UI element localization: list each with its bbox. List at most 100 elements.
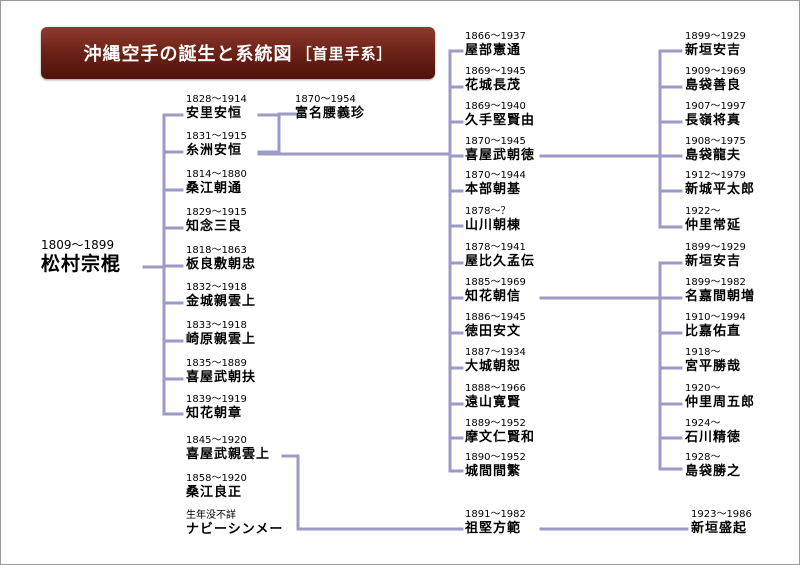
node-dates: 1891～1982 [465, 509, 526, 520]
node-name: 喜屋武親雲上 [186, 447, 271, 462]
node-name: 新垣安吉 [685, 43, 742, 58]
node-dates: 1899～1982 [685, 277, 746, 288]
node-dates: 1858～1920 [186, 473, 247, 484]
node-dates: 1922～ [685, 206, 721, 217]
node-dates: 1918～ [685, 347, 721, 358]
node-name: 安里安恒 [186, 106, 243, 121]
node-name: 知念三良 [186, 219, 243, 234]
node-name: 崎原親雲上 [186, 332, 257, 347]
node-gen3-chibana-5: 1924～石川精徳 [685, 418, 741, 446]
node-name: 石川精徳 [685, 430, 742, 445]
node-dates: 1928～ [685, 452, 721, 463]
node-name: 富名腰義珍 [295, 106, 366, 121]
node-gen3-kyan-5: 1922～仲里常延 [685, 206, 741, 234]
node-name: 喜屋武朝徳 [465, 148, 536, 163]
node-name: 松村宗棍 [41, 253, 122, 275]
node-name: 桑江良正 [186, 485, 243, 500]
title-main: 沖縄空手の誕生と系統図 [83, 44, 293, 65]
node-dates: 1809～1899 [41, 238, 115, 252]
node-dates: 1831～1915 [186, 131, 247, 142]
node-name: 喜屋武朝扶 [186, 370, 257, 385]
node-dates: 1886～1945 [465, 312, 526, 323]
node-name: 板良敷朝忠 [186, 257, 257, 272]
node-dates: 1907～1997 [685, 101, 746, 112]
node-name: 島袋龍夫 [685, 148, 742, 163]
node-gen2-5: 1878～？山川朝棟 [465, 206, 521, 234]
node-name: 徳田安文 [465, 324, 522, 339]
node-dates: 1869～1945 [465, 66, 526, 77]
node-dates: 1832～1918 [186, 282, 247, 293]
node-dates: 1889～1952 [465, 418, 526, 429]
node-name: 名嘉間朝増 [685, 289, 756, 304]
node-name: 大城朝恕 [465, 359, 522, 374]
node-dates: 1835～1889 [186, 358, 247, 369]
node-name: 本部朝基 [465, 182, 522, 197]
node-dates: 1885～1969 [465, 277, 526, 288]
node-name: 城間間繁 [465, 464, 522, 479]
node-dates: 1828～1914 [186, 94, 247, 105]
node-dates: 1924～ [685, 418, 721, 429]
node-dates: 1814～1880 [186, 169, 247, 180]
node-dates: 1887～1934 [465, 347, 526, 358]
node-dates: 1888～1966 [465, 383, 526, 394]
node-name: 山川朝棟 [465, 218, 522, 233]
node-name: 宮平勝哉 [685, 359, 742, 374]
node-name: 屋部憲通 [465, 43, 522, 58]
node-dates: 1909～1969 [685, 66, 746, 77]
node-name: 新垣盛起 [691, 521, 748, 536]
node-dates: 1899～1929 [685, 31, 746, 42]
node-name: 摩文仁賢和 [465, 430, 536, 445]
node-name: 仲里常延 [685, 218, 742, 233]
node-name: ナビーシンメー [186, 522, 284, 537]
node-dates: 1839～1919 [186, 394, 247, 405]
node-dates: 1908～1975 [685, 136, 746, 147]
node-dates: 1890～1952 [465, 452, 526, 463]
node-gen3-chibana-4: 1920～仲里周五郎 [685, 383, 755, 411]
node-name: 知花朝信 [465, 289, 522, 304]
node-dates: 1899～1929 [685, 242, 746, 253]
node-name: 島袋善良 [685, 78, 742, 93]
node-name: 花城長茂 [465, 78, 522, 93]
node-name: 桑江朝通 [186, 181, 243, 196]
node-name: 比嘉佑直 [685, 324, 742, 339]
node-name: 久手堅賢由 [465, 113, 536, 128]
node-name: 屋比久孟伝 [465, 254, 536, 269]
chart-title: 沖縄空手の誕生と系統図［首里手系］ [41, 27, 435, 79]
node-dates: 1870～1945 [465, 136, 526, 147]
node-dates: 生年没不詳 [186, 510, 236, 521]
node-dates: 1866～1937 [465, 31, 526, 42]
node-name: 島袋勝之 [685, 464, 742, 479]
node-dates: 1912～1979 [685, 170, 746, 181]
node-gen3-chibana-3: 1918～宮平勝哉 [685, 347, 741, 375]
node-name: 糸洲安恒 [186, 143, 243, 158]
node-name: 新垣安吉 [685, 254, 742, 269]
node-name: 新城平太郎 [685, 182, 756, 197]
node-dates: 1870～1944 [465, 170, 526, 181]
node-name: 祖堅方範 [465, 521, 522, 536]
